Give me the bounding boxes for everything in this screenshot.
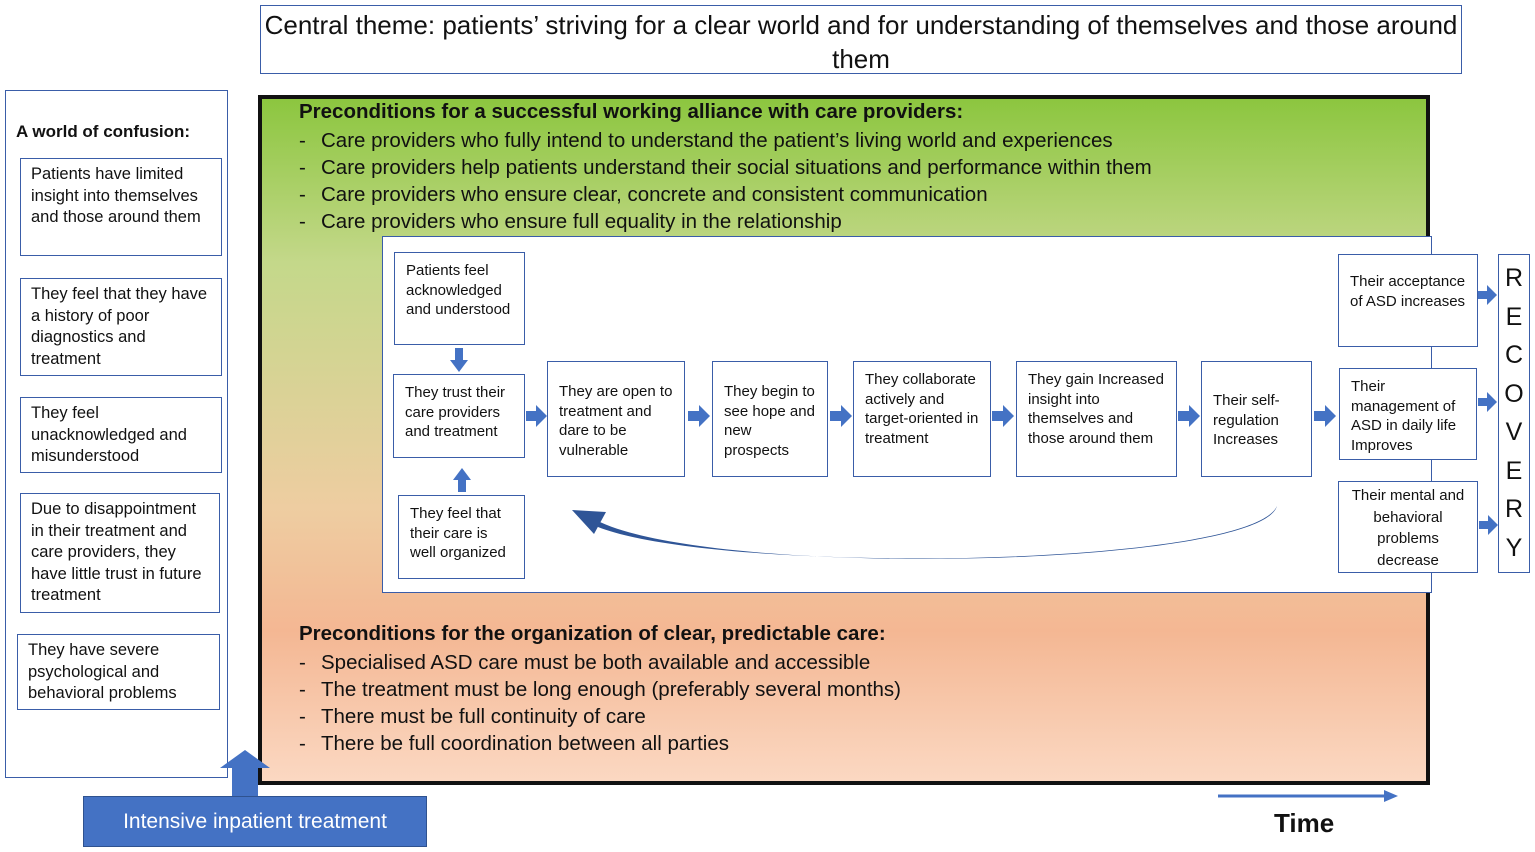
arrow-right-icon [526, 405, 547, 427]
flow-insight: They gain Increased insight into themsel… [1016, 361, 1177, 477]
feedback-curve-arrow-icon [592, 506, 1277, 559]
arrow-up-icon [453, 468, 471, 492]
arrow-right-icon [1479, 515, 1498, 535]
arrow-right-icon [1478, 285, 1497, 305]
confusion-panel [5, 90, 228, 778]
confusion-heading: A world of confusion: [16, 122, 191, 141]
flow-organized: They feel that their care is well organi… [398, 495, 525, 579]
flow-acceptance: Their acceptance of ASD increases [1338, 254, 1478, 347]
confusion-item-disappointment: Due to disappointment in their treatment… [20, 493, 220, 613]
recovery-letter: R [1504, 264, 1524, 293]
flow-hope: They begin to see hope and new prospects [712, 361, 828, 477]
alliance-item: Care providers who fully intend to under… [299, 127, 1152, 154]
recovery-letter: Y [1505, 533, 1523, 562]
flow-acknowledged: Patients feel acknowledged and understoo… [394, 252, 525, 345]
recovery-box: R E C O V E R Y [1498, 254, 1530, 573]
central-theme-box: Central theme: patients’ striving for a … [260, 5, 1462, 74]
arrow-right-icon [992, 405, 1014, 427]
alliance-list: Care providers who fully intend to under… [299, 127, 1152, 235]
recovery-letter: E [1505, 302, 1523, 331]
alliance-item: Care providers help patients understand … [299, 154, 1152, 181]
alliance-heading: Preconditions for a successful working a… [299, 100, 964, 123]
flow-open: They are open to treatment and dare to b… [547, 361, 685, 477]
recovery-letter: C [1504, 341, 1524, 370]
arrow-right-icon [688, 405, 710, 427]
flow-trust: They trust their care providers and trea… [393, 374, 525, 458]
organization-list: Specialised ASD care must be both availa… [299, 649, 901, 757]
flow-mental: Their mental and behavioral problems dec… [1338, 481, 1478, 573]
feedback-arrowhead-icon [572, 510, 606, 534]
time-arrow-icon [1384, 790, 1398, 802]
arrow-right-icon [1478, 392, 1497, 412]
arrow-right-icon [830, 405, 852, 427]
alliance-item: Care providers who ensure full equality … [299, 208, 1152, 235]
central-theme-text: Central theme: patients’ striving for a … [264, 10, 1458, 74]
flow-collaborate: They collaborate actively and target-ori… [853, 361, 991, 477]
recovery-letter: O [1504, 379, 1524, 408]
arrow-down-icon [450, 348, 468, 372]
flow-selfregulation: Their self-regulation Increases [1201, 361, 1312, 477]
alliance-item: Care providers who ensure clear, concret… [299, 181, 1152, 208]
time-label: Time [1274, 808, 1335, 838]
organization-item: The treatment must be long enough (prefe… [299, 676, 901, 703]
confusion-item-history: They feel that they have a history of po… [20, 278, 222, 376]
organization-item: There must be full continuity of care [299, 703, 901, 730]
inpatient-treatment-box: Intensive inpatient treatment [83, 796, 427, 847]
arrow-right-icon [1178, 405, 1200, 427]
organization-heading: Preconditions for the organization of cl… [299, 622, 886, 645]
recovery-letter: R [1504, 495, 1524, 524]
recovery-letter: E [1505, 456, 1523, 485]
arrow-right-icon [1314, 405, 1336, 427]
confusion-item-insight: Patients have limited insight into thems… [20, 158, 222, 256]
flow-management: Their management of ASD in daily life Im… [1339, 368, 1477, 460]
organization-item: There be full coordination between all p… [299, 730, 901, 757]
recovery-letter: V [1505, 418, 1523, 447]
organization-item: Specialised ASD care must be both availa… [299, 649, 901, 676]
confusion-item-problems: They have severe psychological and behav… [17, 634, 220, 710]
inpatient-up-arrow-icon [220, 750, 270, 796]
confusion-item-unacknowledged: They feel unacknowledged and misundersto… [20, 397, 222, 473]
